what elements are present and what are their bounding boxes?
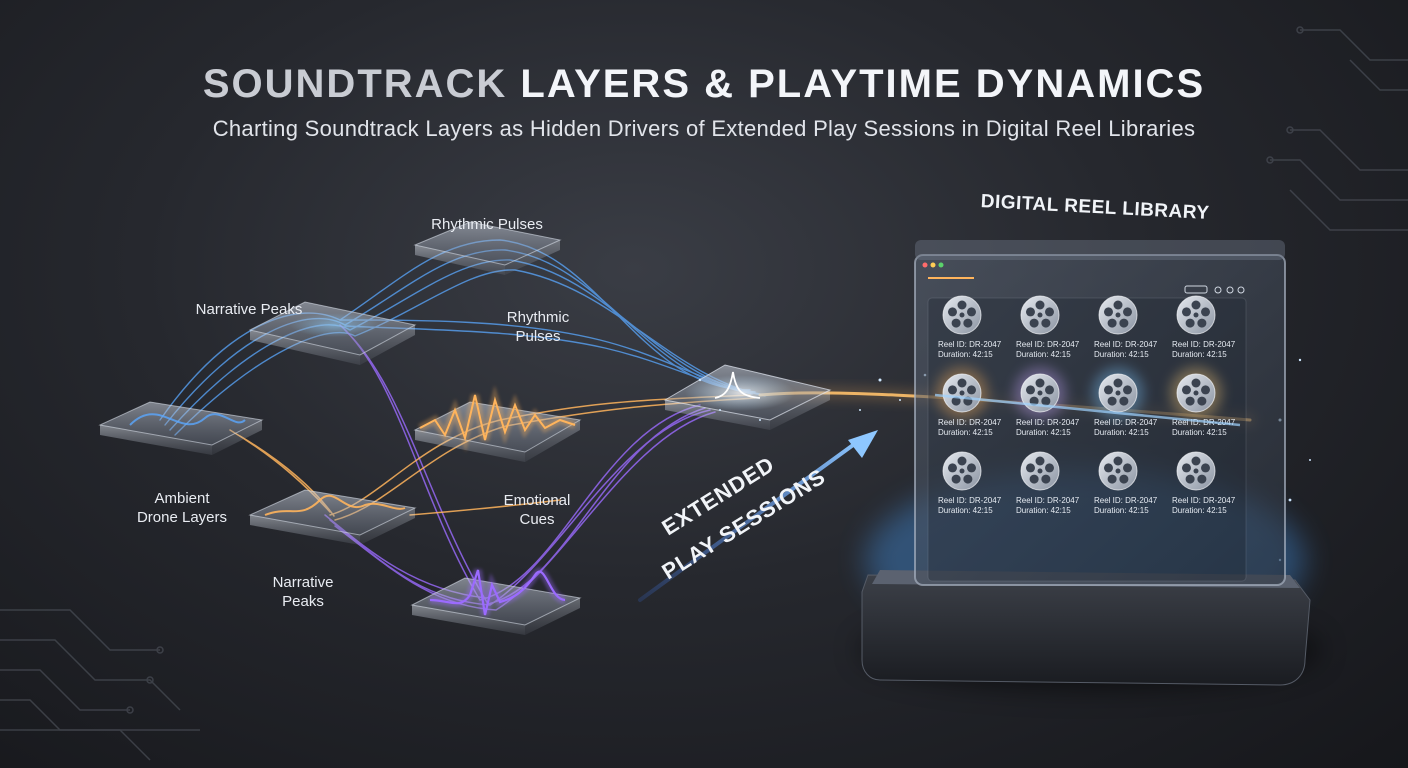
film-reel-icon: [1020, 451, 1060, 491]
reel-id: Reel ID: DR-2047: [938, 418, 1002, 427]
screen-light-beam: [934, 393, 1241, 427]
label-narrative-bottom-2: Peaks: [282, 593, 324, 610]
film-reel-icon: [1176, 295, 1216, 335]
page-subtitle: Charting Soundtrack Layers as Hidden Dri…: [212, 116, 1196, 141]
label-narrative-peaks-top: Narrative Peaks: [196, 301, 303, 318]
film-reel-icon: [1020, 295, 1060, 335]
reel-id: Reel ID: DR-2047: [1016, 496, 1080, 505]
film-reel-icon: [942, 451, 982, 491]
film-reel-icon: [1176, 451, 1216, 491]
reel-duration: Duration: 42:15: [1172, 428, 1227, 437]
tile-rhythmic-pulses-mid: [413, 385, 582, 462]
reel-duration: Duration: 42:15: [1094, 506, 1149, 515]
tile-narrative-peaks-top: [248, 301, 417, 365]
reel-duration: Duration: 42:15: [1172, 350, 1227, 359]
reel-duration: Duration: 42:15: [1094, 428, 1149, 437]
page-title: SOUNDTRACK LAYERS & PLAYTIME DYNAMICS: [0, 62, 1408, 107]
reel-duration: Duration: 42:15: [1016, 350, 1071, 359]
layer-tiles: [98, 221, 832, 635]
label-rhythmic-pulses-mid-2: Pulses: [515, 328, 560, 345]
title-part-1: SOUNDTRACK: [202, 62, 508, 106]
label-narrative-bottom-1: Narrative: [273, 574, 334, 591]
reel-id: Reel ID: DR-2047: [1016, 418, 1080, 427]
reel-duration: Duration: 42:15: [938, 350, 993, 359]
tile-convergence: [663, 364, 832, 430]
film-reel-icon: [1098, 451, 1138, 491]
tile-ambient-drone: [98, 401, 264, 455]
reel-duration: Duration: 42:15: [1016, 506, 1071, 515]
diagram-labels: Rhythmic Pulses Narrative Peaks Rhythmic…: [137, 216, 570, 610]
film-reel-icon: [942, 295, 982, 335]
film-reel-icon: [1176, 373, 1216, 413]
film-reel-icon: [942, 373, 982, 413]
label-ambient-1: Ambient: [154, 490, 210, 507]
circuit-traces-decoration: [0, 26, 1408, 761]
tile-rhythmic-pulses-top: [413, 221, 562, 275]
reel-duration: Duration: 42:15: [938, 506, 993, 515]
title-part-2: LAYERS & PLAYTIME DYNAMICS: [520, 62, 1206, 106]
reel-duration: Duration: 42:15: [1016, 428, 1071, 437]
label-rhythmic-pulses-mid-1: Rhythmic: [507, 309, 570, 326]
reel-id: Reel ID: DR-2047: [1094, 418, 1158, 427]
film-reel-icon: [1098, 373, 1138, 413]
label-emotional-1: Emotional: [504, 492, 571, 509]
reel-duration: Duration: 42:15: [938, 428, 993, 437]
reel-duration: Duration: 42:15: [1094, 350, 1149, 359]
purple-stream: [324, 324, 716, 611]
reel-id: Reel ID: DR-2047: [1094, 496, 1158, 505]
label-ambient-2: Drone Layers: [137, 509, 227, 526]
reel-id: Reel ID: DR-2047: [1172, 340, 1236, 349]
reel-id: Reel ID: DR-2047: [1094, 340, 1158, 349]
reel-id: Reel ID: DR-2047: [1172, 496, 1236, 505]
reel-id: Reel ID: DR-2047: [938, 496, 1002, 505]
reel-duration: Duration: 42:15: [1172, 506, 1227, 515]
reel-id: Reel ID: DR-2047: [1016, 340, 1080, 349]
extended-play-arrow: [638, 430, 878, 602]
film-reel-icon: [1020, 373, 1060, 413]
label-emotional-2: Cues: [519, 511, 554, 528]
extended-play-label: EXTENDED PLAY SESSIONS: [657, 451, 830, 584]
tile-emotional-cues: [248, 489, 417, 545]
library-title: DIGITAL REEL LIBRARY: [980, 191, 1210, 224]
tile-narrative-peaks-bottom: [410, 567, 582, 635]
film-reel-icon: [1098, 295, 1138, 335]
label-rhythmic-pulses-top: Rhythmic Pulses: [431, 216, 543, 233]
reel-id: Reel ID: DR-2047: [938, 340, 1002, 349]
